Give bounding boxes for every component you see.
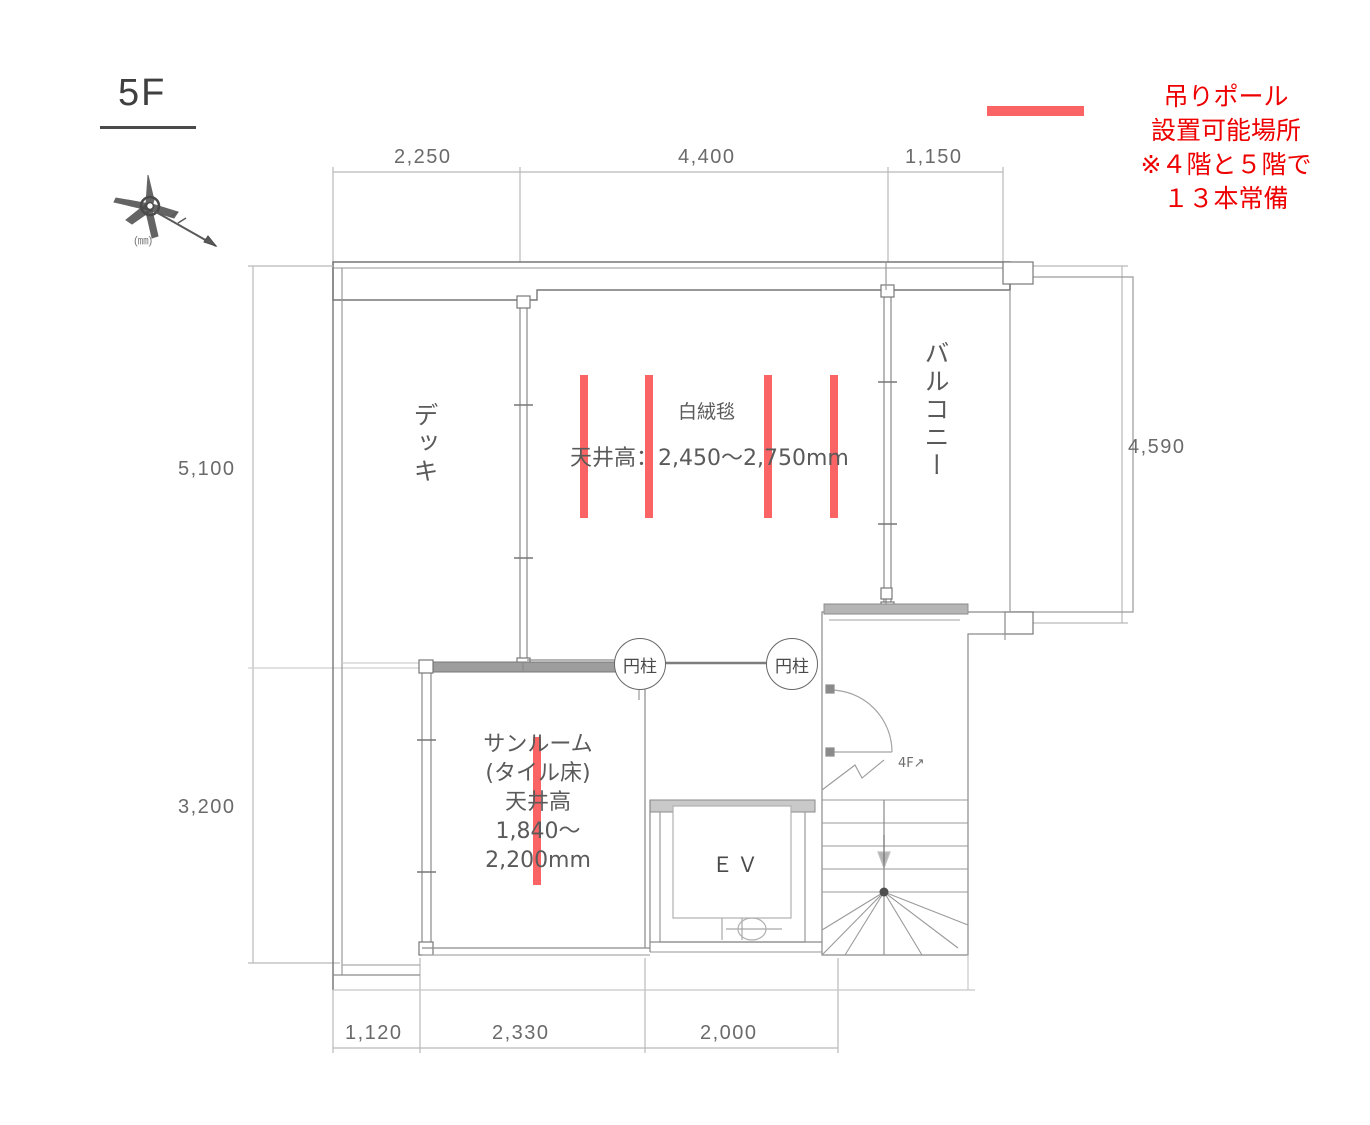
- dim-left-2: 3,200: [178, 796, 236, 818]
- dim-right-1: 4,590: [1128, 436, 1186, 458]
- dim-top-1: 2,250: [394, 146, 452, 168]
- pole-marker-4: [830, 375, 838, 518]
- pillar-label-2: 円柱: [775, 656, 809, 677]
- pillar-marker-1: 円柱: [614, 638, 666, 690]
- stair-direction-label: 4F↗: [898, 756, 925, 771]
- room-label-elevator: ＥＶ: [712, 853, 762, 877]
- dim-bottom-2: 2,330: [492, 1022, 550, 1044]
- unit-label: (㎜): [134, 235, 153, 247]
- legend-line-3: ※４階と５階で: [1140, 150, 1312, 179]
- room-label-deck: デッキ: [410, 402, 439, 486]
- legend-line-4: １３本常備: [1163, 184, 1289, 213]
- page-title: 5F: [118, 72, 167, 114]
- pole-marker-5: [533, 737, 541, 885]
- legend-text: 吊りポール 設置可能場所 ※４階と５階で １３本常備: [1086, 80, 1366, 216]
- legend-line-2: 設置可能場所: [1150, 116, 1301, 145]
- room-label-white-carpet: 白絨毯: [678, 401, 736, 423]
- pillar-marker-2: 円柱: [766, 638, 818, 690]
- pole-marker-2: [645, 375, 653, 518]
- pillar-label-1: 円柱: [623, 656, 657, 677]
- compass-rose: [108, 160, 238, 260]
- pole-marker-3: [764, 375, 772, 518]
- dim-bottom-3: 2,000: [700, 1022, 758, 1044]
- title-underline: [100, 126, 196, 129]
- dim-left-1: 5,100: [178, 458, 236, 480]
- legend-color-swatch: [987, 106, 1084, 116]
- room-label-sunroom: サンルーム (タイル床) 天井高 1,840〜 2,200mm: [483, 732, 593, 873]
- legend-line-1: 吊りポール: [1163, 82, 1289, 111]
- room-label-balcony: バルコニー: [921, 340, 950, 480]
- dim-bottom-1: 1,120: [345, 1022, 403, 1044]
- dim-top-3: 1,150: [905, 146, 963, 168]
- ceiling-height-main: 天井高：2,450〜2,750mm: [570, 446, 849, 471]
- dim-top-2: 4,400: [678, 146, 736, 168]
- pole-marker-1: [580, 375, 588, 518]
